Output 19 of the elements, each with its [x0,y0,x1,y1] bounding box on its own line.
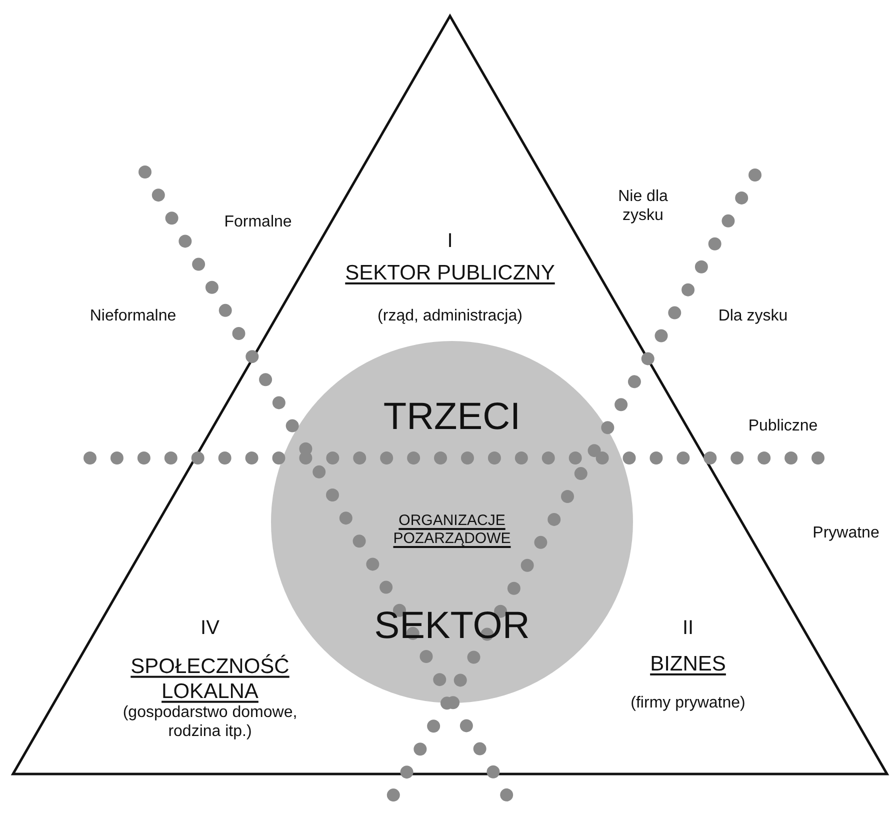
roman-numeral: II [682,616,694,640]
axis-label: Nie dla zysku [617,186,669,226]
axis-label: Publiczne [748,416,818,436]
sector-title: SEKTOR PUBLICZNY [345,260,555,286]
sector-description: (rząd, administracja) [378,306,522,326]
axis-label: Prywatne [812,523,880,543]
axis-label: Dla zysku [718,306,788,326]
triangle-shape [12,15,888,775]
sector-description: (gospodarstwo domowe, rodzina itp.) [122,702,298,742]
axis-label: Formalne [224,212,292,232]
organization-label: ORGANIZACJE POZARZĄDOWE [392,512,512,548]
axis-label: Nieformalne [90,306,176,326]
sector-description: (firmy prywatne) [630,693,746,713]
sector-title: BIZNES [650,651,726,677]
sector-heading: SEKTOR [374,604,530,650]
sector-heading: TRZECI [383,395,521,440]
sector-title: SPOŁECZNOŚĆ LOKALNA [130,654,290,704]
roman-numeral: I [447,229,453,253]
roman-numeral: IV [200,616,220,640]
